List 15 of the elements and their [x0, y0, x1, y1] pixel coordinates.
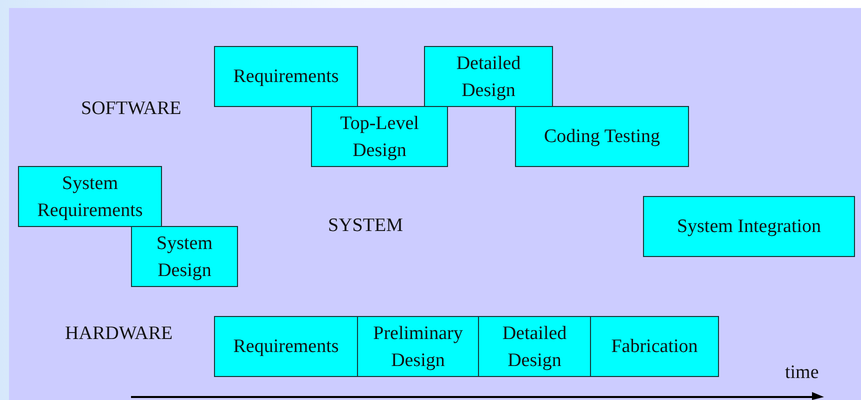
phase-box: System Integration: [643, 196, 855, 257]
phase-box: Fabrication: [590, 316, 719, 377]
phase-box: Coding Testing: [515, 106, 689, 167]
phase-box: System Design: [131, 226, 238, 287]
phase-box: System Requirements: [18, 166, 162, 227]
axis-label: time: [785, 362, 819, 384]
track-label: SYSTEM: [328, 215, 403, 237]
phase-box: Preliminary Design: [357, 316, 479, 377]
phase-box: Detailed Design: [478, 316, 591, 377]
phase-box: Detailed Design: [424, 46, 553, 107]
phase-box: Requirements: [214, 316, 358, 377]
phase-box: Requirements: [214, 46, 358, 107]
phase-box: Top-Level Design: [311, 106, 448, 167]
track-label: SOFTWARE: [81, 98, 182, 120]
track-label: HARDWARE: [65, 323, 173, 345]
